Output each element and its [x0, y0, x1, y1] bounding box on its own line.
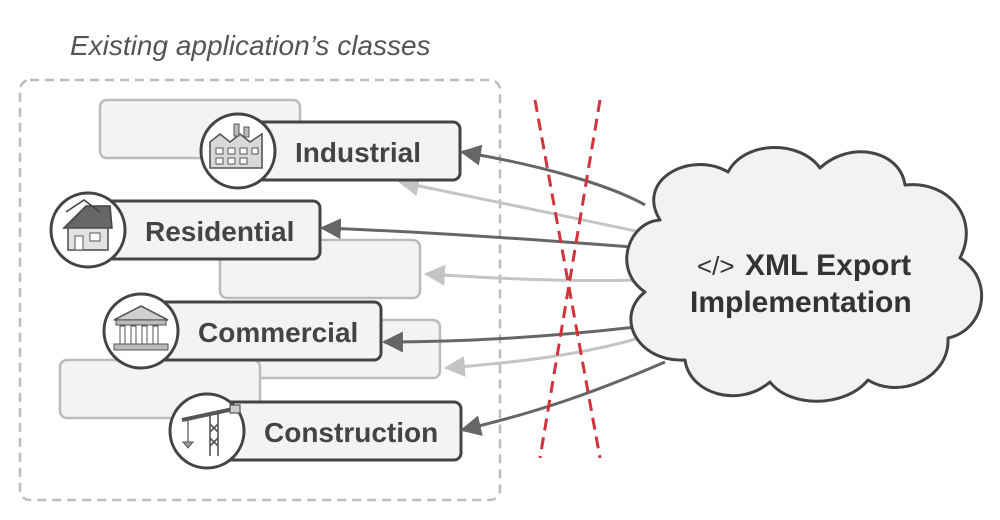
class-label-residential: Residential: [145, 216, 294, 247]
class-box-construction: Construction: [168, 392, 463, 470]
class-box-residential: Residential: [49, 191, 322, 269]
bank-building-icon: [102, 292, 180, 370]
code-tag-icon: </>: [697, 251, 735, 281]
call-arrow-industrial: [459, 144, 646, 207]
blocked-cross: [533, 99, 602, 459]
call-arrow-commercial: [381, 324, 646, 353]
class-label-construction: Construction: [264, 417, 438, 448]
call-arrow-residential: [319, 218, 646, 250]
caption: Existing application’s classes: [70, 30, 431, 61]
cloud-title-line1: XML Export: [745, 249, 911, 282]
class-box-industrial: Industrial: [199, 112, 462, 190]
class-label-commercial: Commercial: [198, 317, 358, 348]
faint-arrow: [423, 264, 641, 286]
faint-arrow: [397, 175, 641, 234]
call-arrow-construction: [459, 360, 666, 436]
class-box-commercial: Commercial: [102, 292, 383, 370]
house-icon: [49, 191, 127, 269]
existing-classes-boundary: [18, 78, 502, 502]
faint-arrow: [443, 336, 641, 377]
factory-icon: [199, 112, 277, 190]
xml-export-cloud: </> XML Export Implementation: [625, 146, 984, 403]
class-label-industrial: Industrial: [295, 137, 421, 168]
cloud-title-line2: Implementation: [690, 286, 912, 319]
crane-icon: [168, 392, 246, 470]
